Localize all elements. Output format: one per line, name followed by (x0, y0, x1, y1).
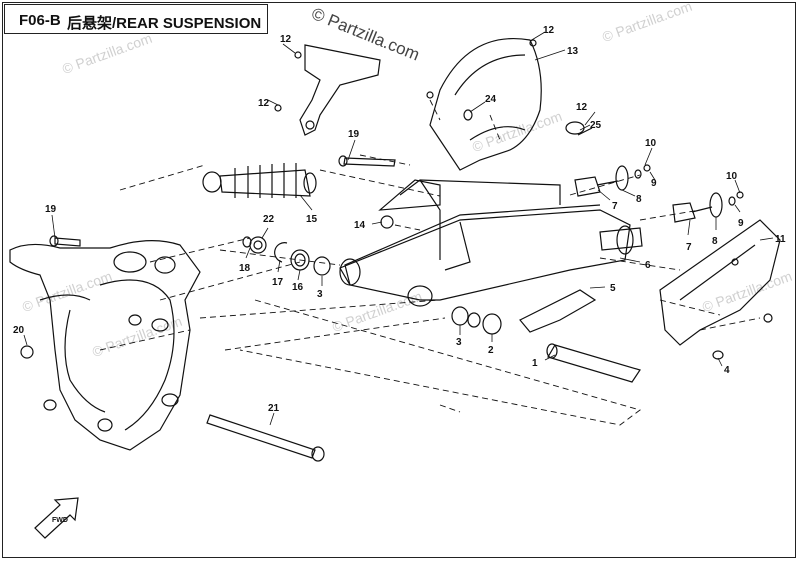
leader-lines (23, 31, 774, 426)
callout-3: 3 (317, 289, 323, 300)
callout-10: 10 (726, 171, 738, 182)
callout-22: 22 (263, 214, 275, 225)
callout-1: 1 (532, 358, 538, 369)
chain-slider (519, 289, 597, 333)
callout-11: 11 (775, 234, 786, 245)
forward-arrow-label: FWD (52, 517, 68, 524)
diagram-title: 后悬架/REAR SUSPENSION (67, 15, 262, 32)
callout-19: 19 (45, 204, 57, 215)
rear-shock-absorber (202, 163, 317, 198)
callout-6: 6 (645, 260, 651, 271)
callout-19: 19 (348, 129, 360, 140)
shock-bolt (338, 155, 396, 167)
callout-12: 12 (576, 102, 588, 113)
callout-14: 14 (354, 220, 366, 231)
small-fasteners (274, 39, 773, 360)
callout-10: 10 (645, 138, 657, 149)
callout-8: 8 (636, 194, 642, 205)
callout-7: 7 (612, 201, 618, 212)
callout-8: 8 (712, 236, 718, 247)
mud-guard-bracket (299, 44, 381, 136)
callout-2: 2 (488, 345, 494, 356)
callout-9: 9 (738, 218, 744, 229)
frame-rear-section (9, 240, 201, 451)
assembly-guide-lines (99, 99, 761, 426)
callout-4: 4 (724, 365, 730, 376)
chain-guard (659, 219, 781, 346)
callout-13: 13 (567, 46, 579, 57)
forward-arrow (34, 497, 79, 539)
pivot-shaft (546, 343, 641, 383)
frame-bolt (49, 235, 81, 247)
callout-15: 15 (306, 214, 318, 225)
swingarm (339, 179, 643, 307)
callout-24: 24 (485, 94, 497, 105)
callout-20: 20 (13, 325, 25, 336)
long-bolt (206, 414, 325, 462)
callout-12: 12 (280, 34, 292, 45)
title-block: F06-B 后悬架/REAR SUSPENSION (4, 4, 268, 34)
callout-9: 9 (651, 178, 657, 189)
callout-16: 16 (292, 282, 304, 293)
chain-adjusters (574, 164, 744, 223)
rear-hugger (429, 38, 542, 171)
callout-12: 12 (258, 98, 270, 109)
callout-12: 12 (543, 25, 555, 36)
diagram-code: F06-B (19, 12, 61, 29)
bearings (20, 215, 502, 359)
callout-17: 17 (272, 277, 284, 288)
callout-3: 3 (456, 337, 462, 348)
callout-5: 5 (610, 283, 616, 294)
callout-18: 18 (239, 263, 251, 274)
callout-21: 21 (268, 403, 280, 414)
callout-7: 7 (686, 242, 692, 253)
callout-25: 25 (590, 120, 602, 131)
